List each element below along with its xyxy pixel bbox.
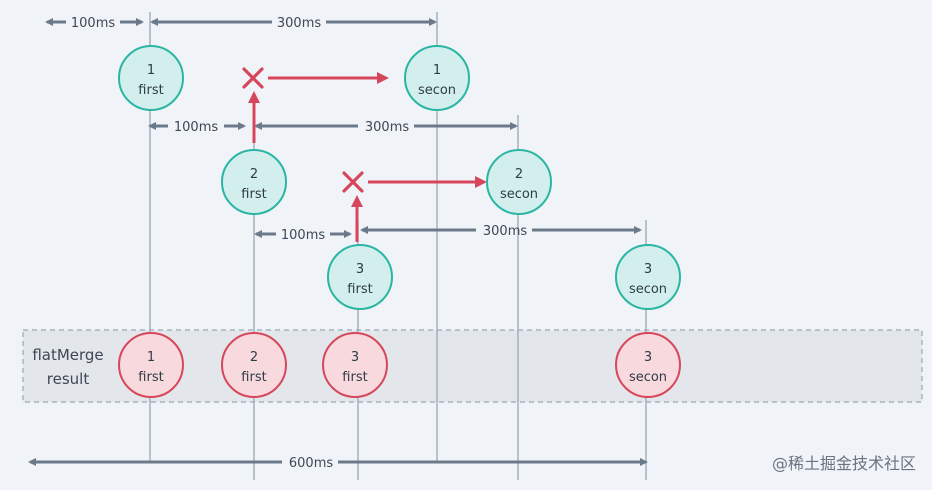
svg-text:secon: secon: [500, 187, 538, 202]
upstream-node-2-first: 2 first: [221, 149, 287, 215]
svg-text:first: first: [241, 370, 266, 385]
upstream-node-1-second: 1 secon: [404, 45, 470, 111]
timing-label-2a: 100ms: [174, 120, 218, 135]
cancel-x-icon-2: [342, 171, 364, 193]
result-label-line2: result: [47, 370, 90, 388]
svg-text:first: first: [342, 370, 367, 385]
cancellation-arrows: [248, 72, 487, 242]
svg-text:first: first: [138, 83, 163, 98]
time-gridlines: [149, 12, 647, 480]
timing-label-3a: 100ms: [281, 228, 325, 243]
result-node-4: 3 secon: [615, 332, 681, 398]
svg-text:first: first: [347, 282, 372, 297]
result-label-line1: flatMerge: [32, 346, 103, 364]
upstream-node-2-second: 2 secon: [486, 149, 552, 215]
timing-label-3b: 300ms: [483, 224, 527, 239]
result-node-3: 3 first: [322, 332, 388, 398]
svg-text:first: first: [241, 187, 266, 202]
svg-text:2: 2: [515, 167, 523, 182]
timing-labels: 100ms 300ms 100ms 300ms 100ms 300ms 600m…: [71, 16, 527, 471]
watermark: @稀土掘金技术社区: [772, 454, 916, 473]
svg-text:secon: secon: [629, 370, 667, 385]
upstream-node-3-first: 3 first: [327, 244, 393, 310]
timing-arrows: [28, 18, 648, 466]
timing-label-1a: 100ms: [71, 16, 115, 31]
svg-text:2: 2: [250, 350, 258, 365]
result-node-1: 1 first: [118, 332, 184, 398]
svg-text:3: 3: [351, 350, 359, 365]
cancel-x-icon: [242, 67, 264, 89]
total-duration-label: 600ms: [289, 456, 333, 471]
timing-label-1b: 300ms: [277, 16, 321, 31]
svg-text:3: 3: [644, 262, 652, 277]
svg-text:secon: secon: [418, 83, 456, 98]
result-node-2: 2 first: [221, 332, 287, 398]
timing-label-2b: 300ms: [365, 120, 409, 135]
svg-text:first: first: [138, 370, 163, 385]
svg-text:1: 1: [147, 350, 155, 365]
upstream-node-1-first: 1 first: [118, 45, 184, 111]
svg-text:3: 3: [356, 262, 364, 277]
svg-text:3: 3: [644, 350, 652, 365]
upstream-node-3-second: 3 secon: [615, 244, 681, 310]
svg-text:secon: secon: [629, 282, 667, 297]
svg-text:2: 2: [250, 167, 258, 182]
svg-text:1: 1: [433, 63, 441, 78]
svg-text:1: 1: [147, 63, 155, 78]
